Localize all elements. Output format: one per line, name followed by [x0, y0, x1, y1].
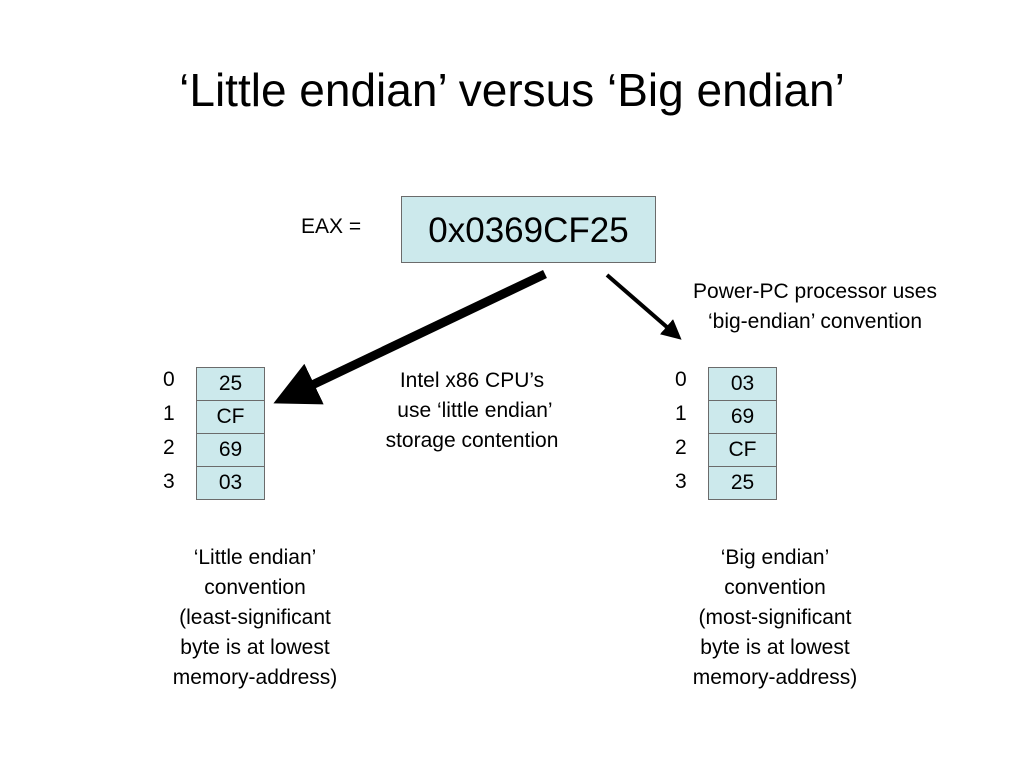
memory-cell: CF: [196, 400, 265, 434]
address-label: 2: [163, 436, 175, 459]
big-endian-addresses: 0 1 2 3: [675, 367, 699, 503]
intel-note: Intel x86 CPU’s use ‘little endian’ stor…: [385, 369, 559, 452]
register-value-box: 0x0369CF25: [401, 196, 656, 263]
address-label: 3: [675, 470, 687, 493]
little-endian-caption: ‘Little endian’ convention (least-signif…: [172, 546, 338, 689]
big-endian-caption: ‘Big endian’ convention (most-significan…: [692, 546, 858, 689]
memory-cell: 69: [196, 433, 265, 467]
address-label: 3: [163, 470, 175, 493]
memory-cell: 03: [708, 367, 777, 401]
powerpc-note: Power-PC processor uses ‘big-endian’ con…: [693, 280, 937, 333]
memory-cell: 69: [708, 400, 777, 434]
little-endian-addresses: 0 1 2 3: [163, 367, 187, 503]
memory-cell: 03: [196, 466, 265, 500]
big-endian-memory: 03 69 CF 25: [708, 367, 777, 500]
register-label: EAX =: [301, 215, 362, 238]
memory-cell: CF: [708, 433, 777, 467]
address-label: 0: [163, 368, 175, 391]
slide-title: ‘Little endian’ versus ‘Big endian’: [179, 64, 845, 116]
address-label: 1: [163, 402, 175, 425]
memory-cell: 25: [708, 466, 777, 500]
memory-cell: 25: [196, 367, 265, 401]
little-endian-memory: 25 CF 69 03: [196, 367, 265, 500]
address-label: 1: [675, 402, 687, 425]
address-label: 0: [675, 368, 687, 391]
address-label: 2: [675, 436, 687, 459]
